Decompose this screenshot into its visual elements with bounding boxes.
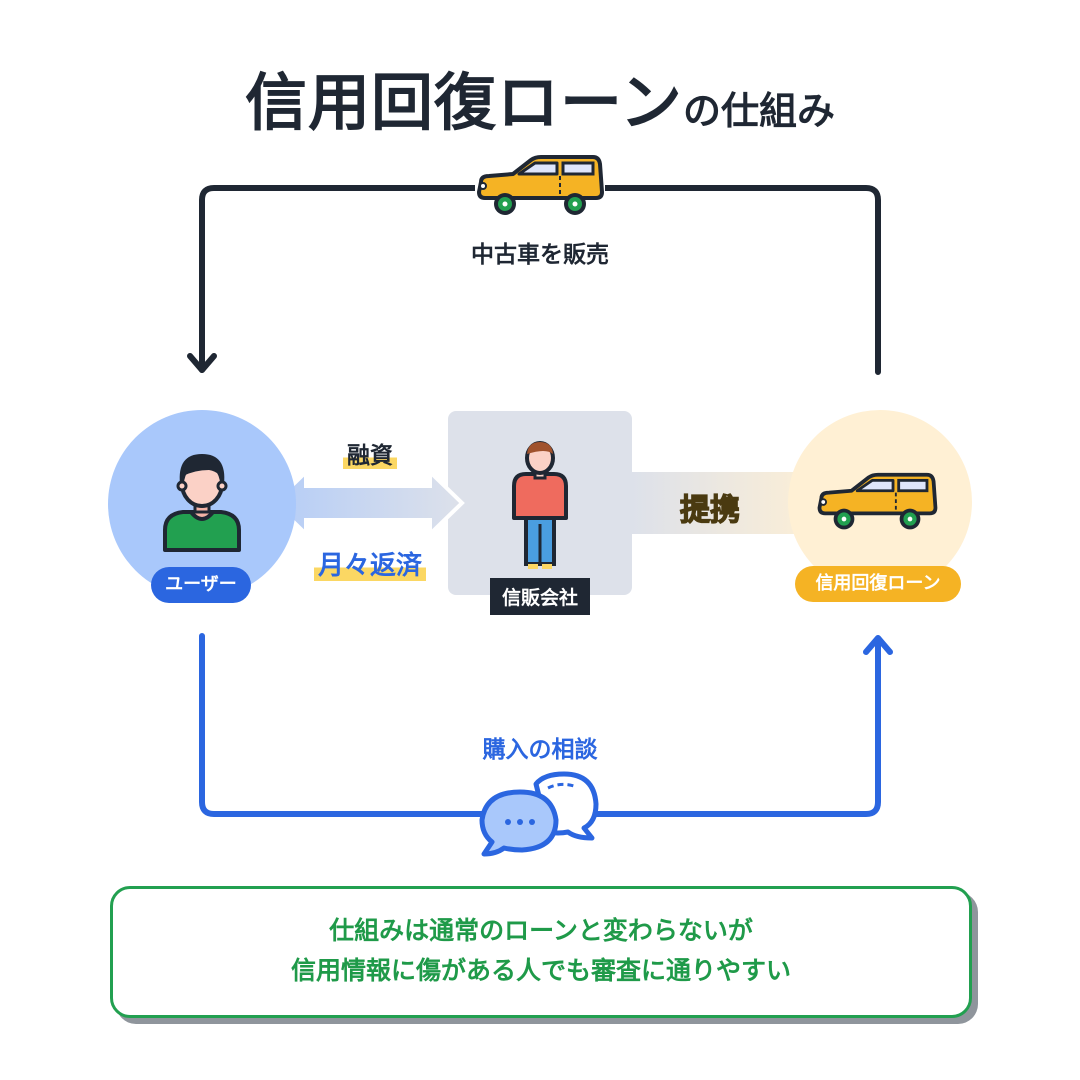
car-icon — [475, 152, 605, 222]
company-badge: 信販会社 — [490, 578, 590, 615]
bottom-flow-arrowhead — [863, 635, 893, 655]
top-flow-label: 中古車を販売 — [471, 242, 609, 268]
car-icon — [817, 472, 938, 530]
person-icon — [163, 454, 241, 552]
user-badge: ユーザー — [151, 567, 251, 603]
page-title: 信用回復ローンの仕組み — [0, 52, 1080, 142]
chat-bubbles-icon — [479, 771, 599, 857]
loan-badge: 信用回復ローン — [795, 566, 961, 602]
title-sub: の仕組み — [682, 89, 835, 133]
person-standing-icon — [512, 441, 568, 569]
partnership-label: 提携 — [679, 492, 740, 528]
note-line-2: 信用情報に傷がある人でも審査に通りやすい — [290, 956, 791, 985]
note-line-1: 仕組みは通常のローンと変わらないが — [329, 916, 753, 945]
double-arrow — [271, 470, 465, 536]
exchange-upper-label: 融資 — [320, 436, 420, 470]
summary-note: 仕組みは通常のローンと変わらないが 信用情報に傷がある人でも審査に通りやすい — [110, 886, 972, 1018]
bottom-flow-label: 購入の相談 — [482, 737, 598, 763]
exchange-lower-label: 月々返済 — [290, 545, 450, 582]
title-main: 信用回復ローン — [245, 66, 683, 139]
top-flow-arrowhead — [187, 353, 217, 373]
